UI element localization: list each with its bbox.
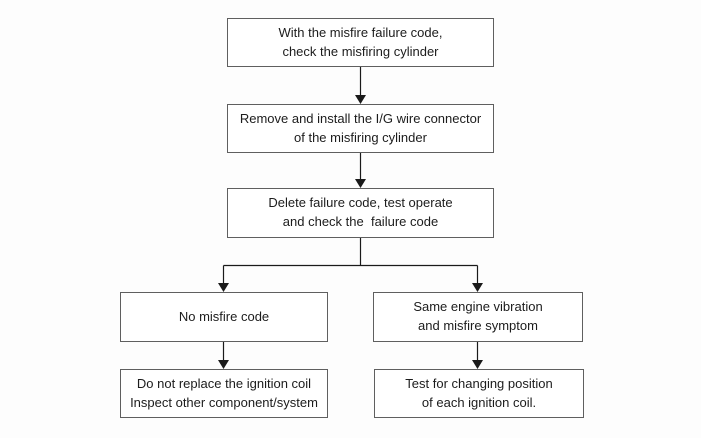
flow-node-check-cylinder: With the misfire failure code, check the… (227, 18, 494, 67)
flow-node-label: With the misfire failure code, check the… (278, 24, 443, 59)
flow-node-no-misfire: No misfire code (120, 292, 328, 342)
flow-node-delete-code: Delete failure code, test operate and ch… (227, 188, 494, 238)
arrowhead-icon (472, 360, 483, 369)
arrowhead-icon (472, 283, 483, 292)
flow-node-label: No misfire code (178, 308, 270, 324)
flow-node-label: Delete failure code, test operate and ch… (268, 195, 453, 229)
flow-node-label: Test for changing position of each ignit… (405, 375, 553, 410)
flow-node-same-symptom: Same engine vibration and misfire sympto… (373, 292, 583, 342)
flow-node-swap-coil: Test for changing position of each ignit… (374, 369, 584, 418)
flow-node-inspect-other: Do not replace the ignition coil Inspect… (120, 369, 328, 418)
flow-node-label: Same engine vibration and misfire sympto… (413, 299, 543, 333)
flow-node-reinstall-wire: Remove and install the I/G wire connecto… (227, 104, 494, 153)
flow-node-label: Do not replace the ignition coil Inspect… (130, 375, 318, 410)
arrowhead-icon (355, 179, 366, 188)
arrowhead-icon (218, 283, 229, 292)
arrowhead-icon (218, 360, 229, 369)
flow-node-label: Remove and install the I/G wire connecto… (239, 110, 482, 145)
arrowhead-icon (355, 95, 366, 104)
